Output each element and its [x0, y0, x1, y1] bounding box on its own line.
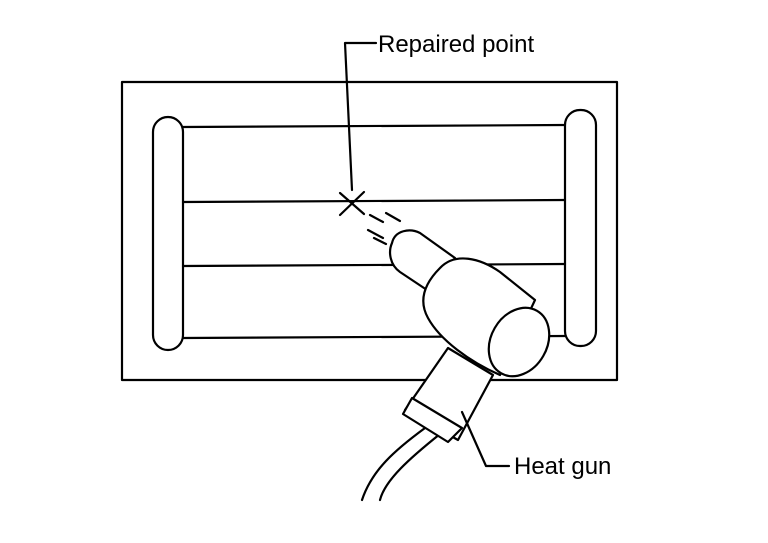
- heat-gun-outlet: [487, 306, 551, 378]
- repaired-point-marker: [338, 190, 366, 217]
- heat-gun-leader: [460, 410, 511, 468]
- heater-line-3: [181, 262, 567, 268]
- heat-stream: [366, 211, 402, 246]
- power-cable: [360, 426, 442, 502]
- right-bus-bar: [563, 108, 598, 348]
- rear-window-defogger: [120, 80, 619, 382]
- heater-line-1: [181, 123, 567, 129]
- window-frame: [120, 80, 619, 382]
- heat-gun-grip: [401, 396, 464, 444]
- left-bus-bar: [151, 115, 185, 352]
- heat-gun-label: Heat gun: [514, 453, 611, 480]
- heater-line-2: [181, 198, 567, 204]
- heat-gun: [360, 229, 551, 502]
- repaired-point-leader: [343, 41, 378, 192]
- repaired-point-label: Repaired point: [378, 31, 534, 58]
